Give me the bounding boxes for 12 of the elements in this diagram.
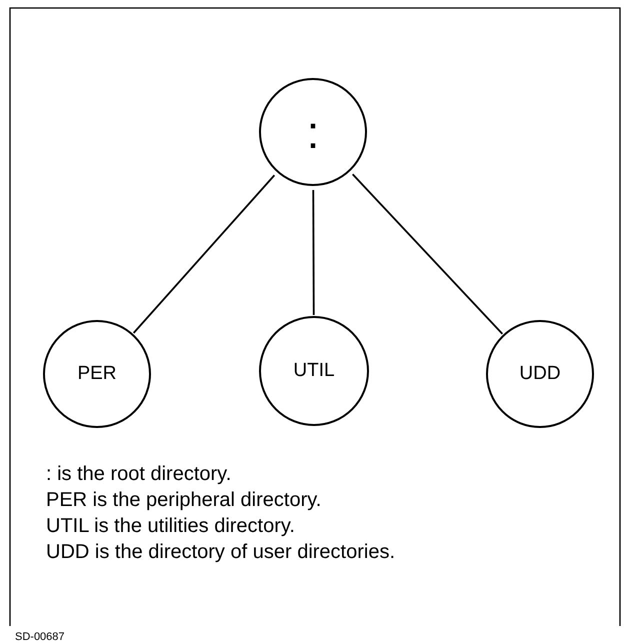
connector-line: [352, 174, 504, 334]
connector-line: [132, 174, 276, 334]
note-text: UDD is the directory of user directories.: [46, 541, 396, 564]
directory-name: UDD: [519, 363, 561, 385]
note-text: : is the root directory.: [46, 463, 232, 486]
directory-name: UTIL: [293, 360, 335, 382]
note-text: PER is the peripheral directory.: [46, 489, 322, 512]
note-text: UTIL is the utilities directory.: [46, 515, 295, 538]
connector-line: [312, 190, 315, 315]
directory-name: PER: [77, 363, 117, 385]
directory-name: :: [306, 109, 320, 155]
figure-id: SD-00687: [15, 631, 65, 643]
